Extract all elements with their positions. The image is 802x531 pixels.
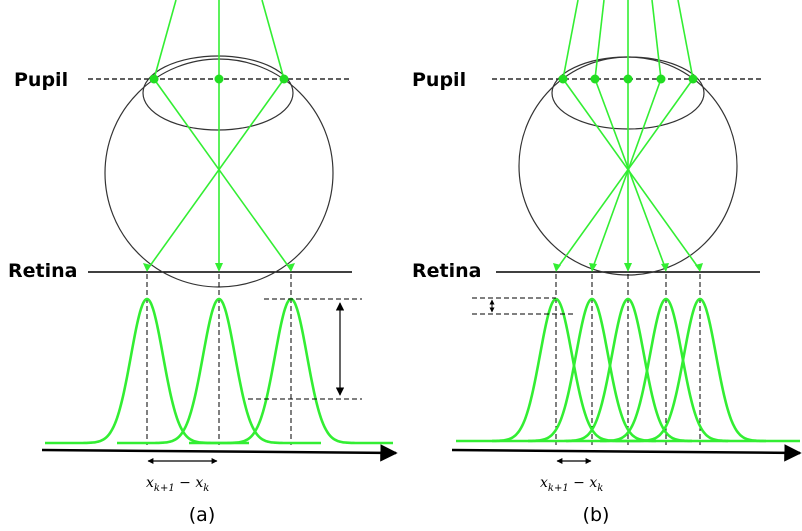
refracted-beams-b	[555, 78, 701, 271]
caption-a: (a)	[189, 504, 215, 526]
psf-a-curve-2	[117, 297, 321, 445]
retina-arrowheads-b	[553, 263, 703, 272]
x-axis-a	[41, 444, 398, 462]
retina-arrowheads-a	[143, 263, 295, 272]
drop-lines-a	[146, 274, 292, 445]
refracted-beams-a	[146, 78, 292, 271]
spacing-label-a: xk+1 − xk	[146, 475, 209, 494]
lens-outline-a	[142, 55, 294, 131]
x-axis-b	[451, 444, 802, 462]
psf-b-curve-3	[528, 297, 728, 443]
pupil-dots-b	[558, 74, 698, 84]
psf-b-curve-4	[566, 297, 766, 443]
psf-b-curve-5	[600, 297, 800, 443]
spacing-label-b: xk+1 − xk	[540, 475, 603, 494]
pupil-label-a: Pupil	[14, 69, 68, 91]
pupil-dots-a	[149, 74, 289, 84]
panel-b: Pupil Retina	[412, 0, 802, 526]
pupil-label-b: Pupil	[412, 69, 466, 91]
caption-b: (b)	[583, 504, 610, 526]
retina-label-b: Retina	[412, 260, 481, 282]
incoming-beams-b	[562, 0, 694, 80]
retina-label-a: Retina	[8, 260, 77, 282]
incoming-beams-a	[153, 0, 285, 80]
panel-a: Pupil Retina	[8, 0, 398, 526]
drop-lines-b	[555, 274, 701, 445]
psf-b-curve-2	[492, 297, 692, 443]
psf-curves-b	[456, 297, 800, 443]
